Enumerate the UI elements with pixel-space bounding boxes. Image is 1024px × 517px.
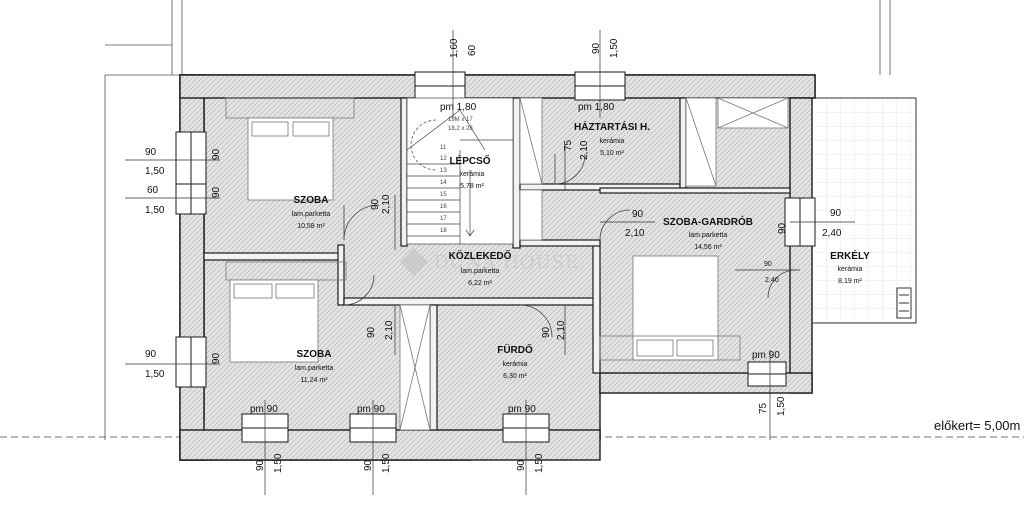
room-furdo-area: 6,30 m² <box>503 373 527 380</box>
stair-number: 17 <box>440 216 447 222</box>
room-szoba2-name: SZOBA <box>297 349 332 360</box>
stair-number: 18 <box>440 228 447 234</box>
dim-bot-150-d: 1,50 <box>776 396 787 416</box>
dim-bot-90-b: 90 <box>363 459 374 471</box>
watermark-text: DUNA HOUSE <box>434 252 579 273</box>
room-furdo-name: FÜRDŐ <box>497 343 533 356</box>
room-gardrob-name: SZOBA-GARDRÓB <box>663 215 753 228</box>
stair-number: 14 <box>440 180 447 186</box>
dim-top-60: 60 <box>467 44 478 56</box>
room-gardrob-material: lam.parketta <box>689 232 728 239</box>
room-furdo-material: kerámia <box>503 361 528 368</box>
dim-bot-90-a: 90 <box>255 459 266 471</box>
dim-erk-90: 90 <box>764 261 772 268</box>
room-szoba1-name: SZOBA <box>294 195 329 206</box>
room-szoba2-area: 11,24 m² <box>300 377 328 384</box>
dim-top-160: 1,60 <box>449 38 460 58</box>
dim-bot-150-c: 1,50 <box>534 453 545 473</box>
room-gardrob-area: 14,56 m² <box>694 244 722 251</box>
room-kozlekedo-area: 6,22 m² <box>468 280 492 287</box>
watermark: DUNA HOUSE <box>400 248 579 276</box>
dim-door-210-e: 2,10 <box>625 228 645 239</box>
dim-pm90-d: pm 90 <box>752 350 780 361</box>
dim-pm90-a: pm 90 <box>250 404 278 415</box>
room-labels: SZOBA lam.parketta 10,58 m² SZOBA lam.pa… <box>292 120 870 384</box>
dim-left-60: 60 <box>147 185 159 196</box>
dim-pm-180-a: pm 1,80 <box>440 102 477 113</box>
dim-door-90-a: 90 <box>370 198 381 210</box>
dim-right-90-v: 90 <box>777 222 788 234</box>
dim-door-210-d: 2,10 <box>579 140 590 160</box>
site-context-lines <box>104 0 891 440</box>
dim-top-150: 1,50 <box>609 38 620 58</box>
dim-right-90: 90 <box>830 208 842 219</box>
room-lepcso-material: kerámia <box>460 171 485 178</box>
furniture <box>225 97 789 431</box>
dim-erk-240: 2,40 <box>765 277 779 284</box>
room-erkely-material: kerámia <box>838 266 863 273</box>
room-haztartasi-area: 5,10 m² <box>600 150 624 157</box>
staircase <box>406 97 514 245</box>
dim-bot-150-a: 1,50 <box>273 453 284 473</box>
dim-door-210-c: 2,10 <box>556 320 567 340</box>
dim-bot-75: 75 <box>758 402 769 414</box>
dimension-lines <box>125 30 855 495</box>
exterior-walls <box>179 74 816 461</box>
dim-door-210-b: 2,10 <box>384 320 395 340</box>
dim-top-90: 90 <box>591 42 602 54</box>
dim-pm90-b: pm 90 <box>357 404 385 415</box>
dim-left-150-b: 1,50 <box>145 205 165 216</box>
dim-bot-90-c: 90 <box>516 459 527 471</box>
dim-door-210-a: 2,10 <box>381 194 392 214</box>
setback-label: előkert= 5,00m <box>934 418 1020 433</box>
dim-left-90-d: 90 <box>145 349 157 360</box>
stair-number: 12 <box>440 156 447 162</box>
dim-door-90-e: 90 <box>632 209 644 220</box>
dim-door-75: 75 <box>563 139 574 151</box>
dim-left-150-c: 1,50 <box>145 369 165 380</box>
room-erkely-name: ERKÉLY <box>830 249 870 262</box>
stair-number: 13 <box>440 168 447 174</box>
balcony-outline <box>812 97 917 324</box>
dim-left-90-e: 90 <box>211 352 222 364</box>
dim-left-90-b: 90 <box>211 148 222 160</box>
dim-door-90-b: 90 <box>366 326 377 338</box>
dimension-labels: 90 1,50 90 60 1,50 90 90 1,50 90 1,60 60… <box>145 38 842 473</box>
interior-walls <box>203 97 791 431</box>
stair-numbers: 11 12 13 14 15 16 17 18 <box>440 145 447 234</box>
dim-right-240: 2,40 <box>822 228 842 239</box>
room-szoba1-material: lam.parketta <box>292 211 331 218</box>
dim-pm-180-b: pm 1,80 <box>578 102 615 113</box>
stair-number: 11 <box>440 145 447 151</box>
stair-number: 15 <box>440 192 447 198</box>
room-lepcso-name: LÉPCSŐ <box>449 154 490 167</box>
dim-left-90-a: 90 <box>145 147 157 158</box>
stair-steps: 19M x 17 <box>448 117 473 123</box>
dim-bot-150-b: 1,50 <box>381 453 392 473</box>
room-haztartasi-name: HÁZTARTÁSI H. <box>574 120 650 133</box>
room-erkely-area: 8,19 m² <box>838 278 862 285</box>
room-kozlekedo-name: KÖZLEKEDŐ <box>449 249 512 262</box>
dim-left-150-a: 1,50 <box>145 166 165 177</box>
stair-rise: 18,2 x 28 <box>448 126 473 132</box>
room-lepcso-area: 5,78 m² <box>460 183 484 190</box>
dim-door-90-c: 90 <box>541 326 552 338</box>
room-kozlekedo-material: lam.parketta <box>461 268 500 275</box>
room-szoba2-material: lam.parketta <box>295 365 334 372</box>
door-swings <box>343 153 797 338</box>
dim-left-90-c: 90 <box>211 186 222 198</box>
stair-number: 16 <box>440 204 447 210</box>
room-szoba1-area: 10,58 m² <box>297 223 325 230</box>
room-haztartasi-material: kerámia <box>600 138 625 145</box>
dim-pm90-c: pm 90 <box>508 404 536 415</box>
